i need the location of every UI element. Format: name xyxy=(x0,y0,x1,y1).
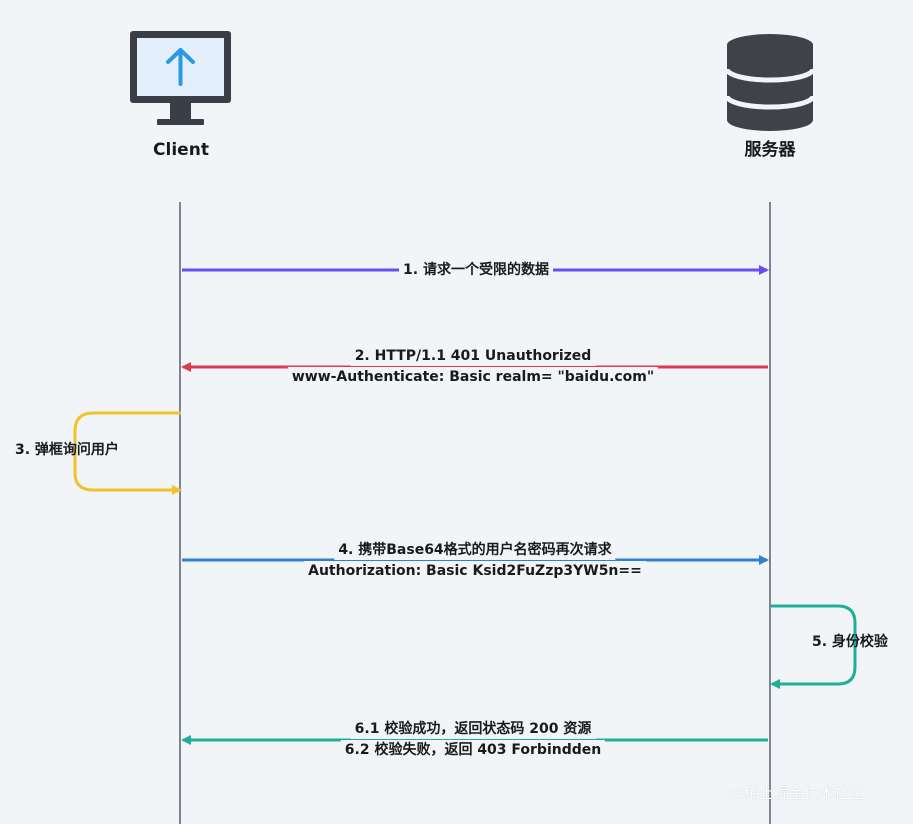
message-6-label-line1: 6.1 校验成功，返回状态码 200 资源 xyxy=(350,719,596,739)
monitor-upload-icon xyxy=(130,31,231,125)
watermark-text: @稀土掘金技术社区 xyxy=(729,784,865,802)
message-4-label-line2: Authorization: Basic Ksid2FuZzp3YW5n== xyxy=(304,561,646,581)
message-1-label: 1. 请求一个受限的数据 xyxy=(399,260,553,280)
client-label: Client xyxy=(153,140,209,160)
message-5-label: 5. 身份校验 xyxy=(812,634,888,650)
message-2-label-line1: 2. HTTP/1.1 401 Unauthorized xyxy=(350,346,596,366)
message-2-label-line2: www-Authenticate: Basic realm= "baidu.co… xyxy=(287,367,659,387)
server-label: 服务器 xyxy=(744,140,796,160)
message-3-label: 3. 弹框询问用户 xyxy=(15,442,119,458)
database-icon xyxy=(724,34,816,131)
message-4-label-line1: 4. 携带Base64格式的用户名密码再次请求 xyxy=(334,540,616,560)
message-5-loop-arrow xyxy=(770,604,857,689)
message-6-label-line2: 6.2 校验失败，返回 403 Forbindden xyxy=(340,740,606,760)
message-3-loop-arrow xyxy=(73,411,182,495)
